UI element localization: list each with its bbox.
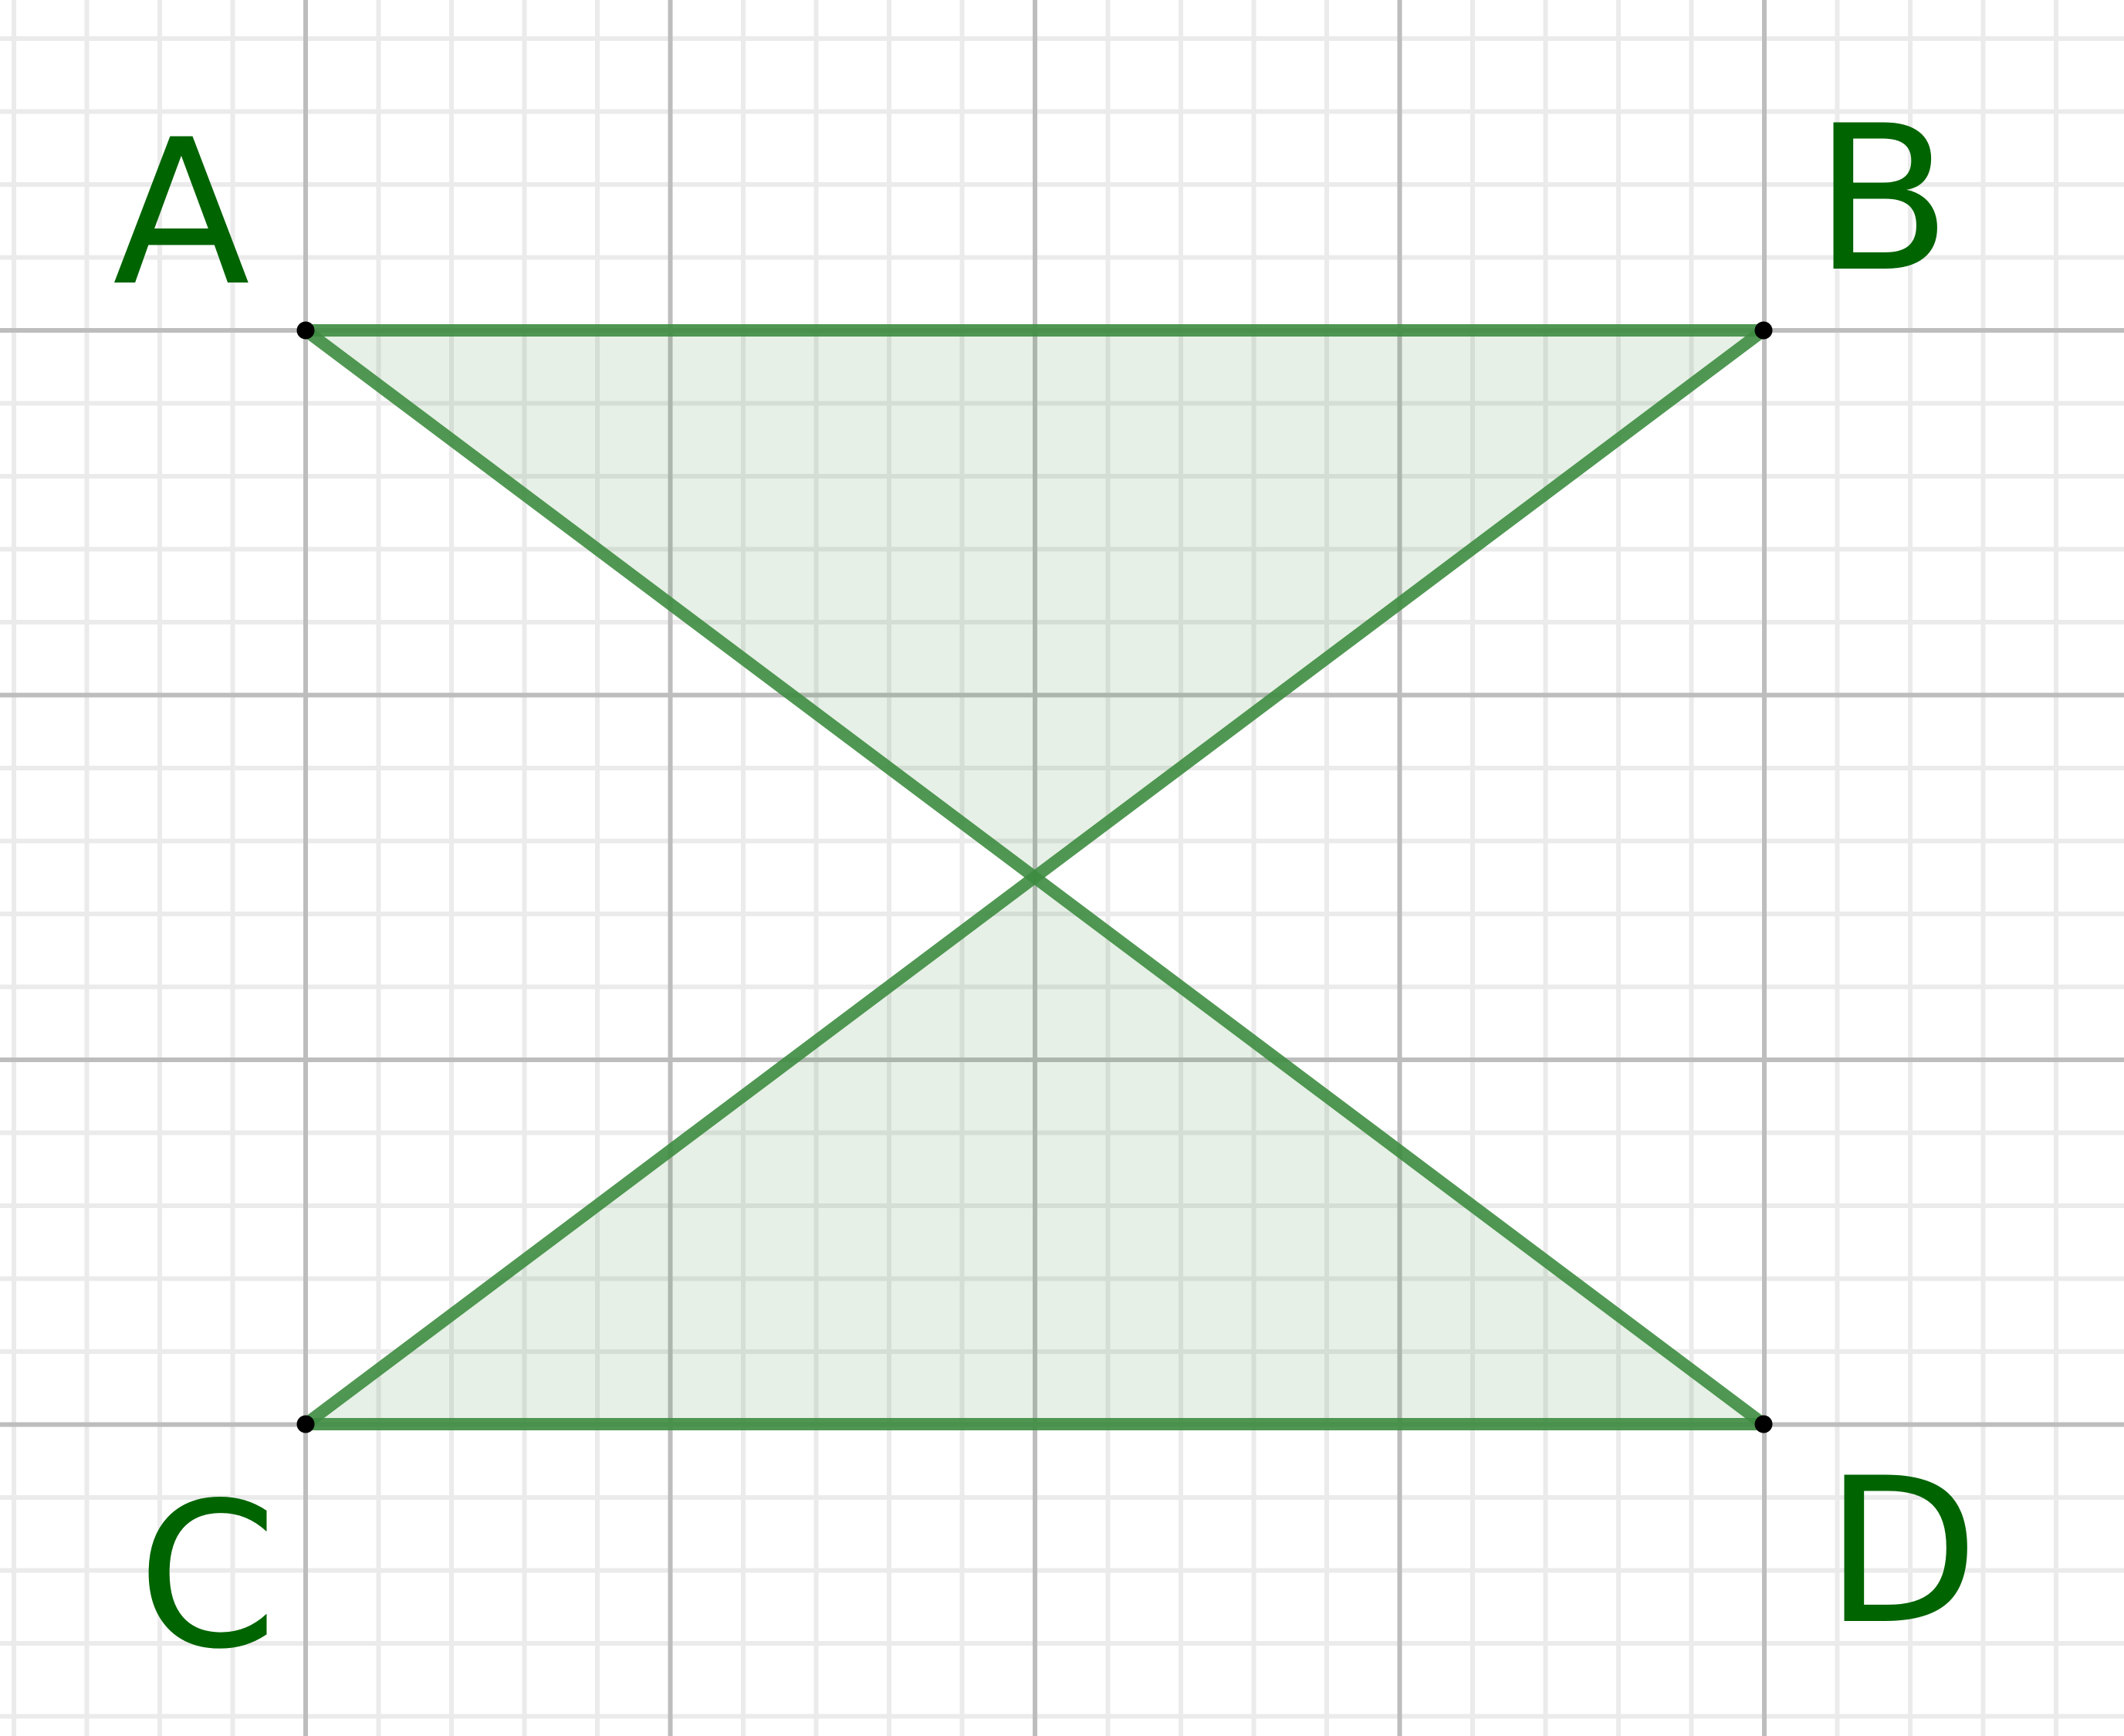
segment-da[interactable] [299,324,1770,1430]
label-b: B [1814,83,1951,316]
label-c: C [137,1460,278,1694]
label-d: D [1825,1436,1979,1669]
lower-triangle-fill [306,878,1764,1424]
label-a: A [113,97,251,330]
point-c[interactable] [296,1415,315,1433]
point-a[interactable] [296,321,315,340]
point-d[interactable] [1754,1415,1773,1433]
point-b[interactable] [1754,321,1773,340]
upper-triangle-fill [306,330,1764,878]
vertex-points [296,321,1773,1433]
polygon-edges [299,324,1770,1430]
